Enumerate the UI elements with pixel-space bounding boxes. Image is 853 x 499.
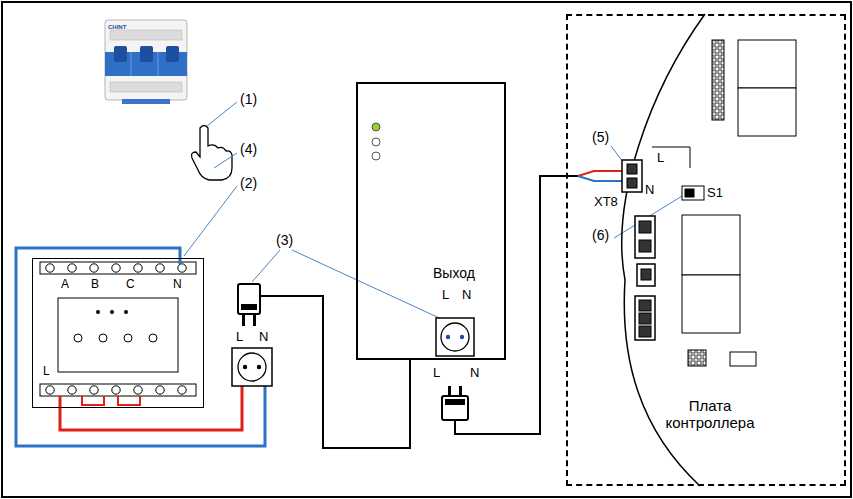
neutral-wire [16, 248, 265, 446]
connector-name: XT8 [594, 195, 618, 209]
switch-name: S1 [707, 186, 723, 200]
pin-name: N [470, 366, 479, 380]
callout-number: (2) [240, 176, 257, 191]
node-text: Плата контроллера [660, 398, 760, 431]
jumper [82, 396, 140, 405]
socket [232, 348, 272, 386]
pin-name: N [645, 183, 654, 197]
plug [238, 284, 410, 448]
pin-name: L [236, 330, 243, 344]
node-text: A [61, 278, 69, 291]
node-text: B [91, 278, 99, 291]
node-text: C [126, 278, 135, 291]
phase-wire [60, 386, 242, 430]
callout-number: (5) [592, 130, 609, 145]
din-meter-drawing [40, 262, 196, 396]
output-plug [442, 171, 622, 434]
node-text: N [462, 288, 471, 302]
pin-name: L [657, 151, 664, 165]
node-text: L [442, 288, 449, 302]
node-text: N [173, 278, 182, 291]
power-unit: ВыходLN [356, 82, 506, 360]
node-text: L [43, 365, 50, 378]
din-meter: A B C N L [32, 258, 204, 408]
pin-name: L [433, 366, 440, 380]
power-unit-drawing [372, 123, 474, 356]
node-text: Выход [433, 266, 475, 281]
callout-number: (6) [592, 228, 609, 243]
callout-number: (3) [276, 233, 293, 248]
brand-mark: CHINT [108, 24, 126, 31]
controller-board [622, 14, 796, 486]
leader-lines [184, 102, 682, 322]
callout-number: (4) [240, 142, 257, 157]
hand-icon [192, 126, 233, 181]
callout-number: (1) [240, 92, 257, 107]
pin-name: N [259, 330, 268, 344]
circuit-breaker [105, 20, 187, 104]
controller-region: Плата контроллера [566, 14, 846, 486]
